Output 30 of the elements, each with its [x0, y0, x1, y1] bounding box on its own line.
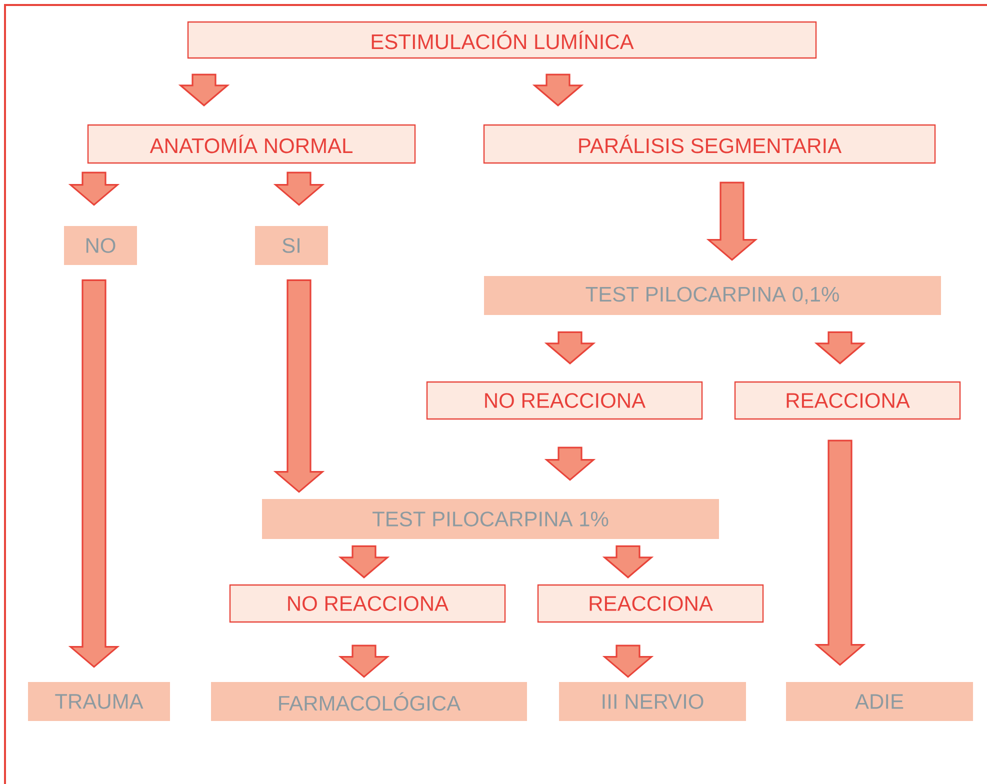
process-box: ANATOMÍA NORMAL	[87, 124, 416, 164]
process-box: REACCIONA	[537, 584, 764, 623]
result-box: ADIE	[786, 682, 974, 721]
result-box: TEST PILOCARPINA 1%	[262, 499, 719, 539]
block-arrow	[338, 545, 390, 578]
block-arrow	[814, 331, 866, 364]
process-box: ESTIMULACIÓN LUMÍNICA	[187, 21, 817, 59]
block-arrow	[706, 182, 758, 261]
process-box: REACCIONA	[734, 381, 961, 420]
block-arrow	[68, 279, 120, 668]
block-arrow	[178, 74, 230, 106]
block-arrow	[273, 172, 325, 206]
block-arrow	[273, 279, 325, 493]
process-box: NO REACCIONA	[229, 584, 506, 623]
block-arrow	[532, 74, 584, 106]
block-arrow	[602, 545, 654, 578]
result-box: NO	[64, 226, 137, 265]
process-box: PARÁLISIS SEGMENTARIA	[483, 124, 936, 164]
result-box: FARMACOLÓGICA	[211, 682, 527, 721]
result-box: SI	[255, 226, 328, 265]
process-box: NO REACCIONA	[426, 381, 703, 420]
block-arrow	[338, 644, 390, 678]
block-arrow	[814, 440, 866, 666]
block-arrow	[544, 331, 596, 364]
result-box: TRAUMA	[28, 682, 170, 721]
block-arrow	[544, 446, 596, 481]
result-box: TEST PILOCARPINA 0,1%	[484, 276, 942, 315]
block-arrow	[68, 172, 120, 206]
block-arrow	[602, 644, 654, 678]
result-box: III NERVIO	[559, 682, 746, 721]
